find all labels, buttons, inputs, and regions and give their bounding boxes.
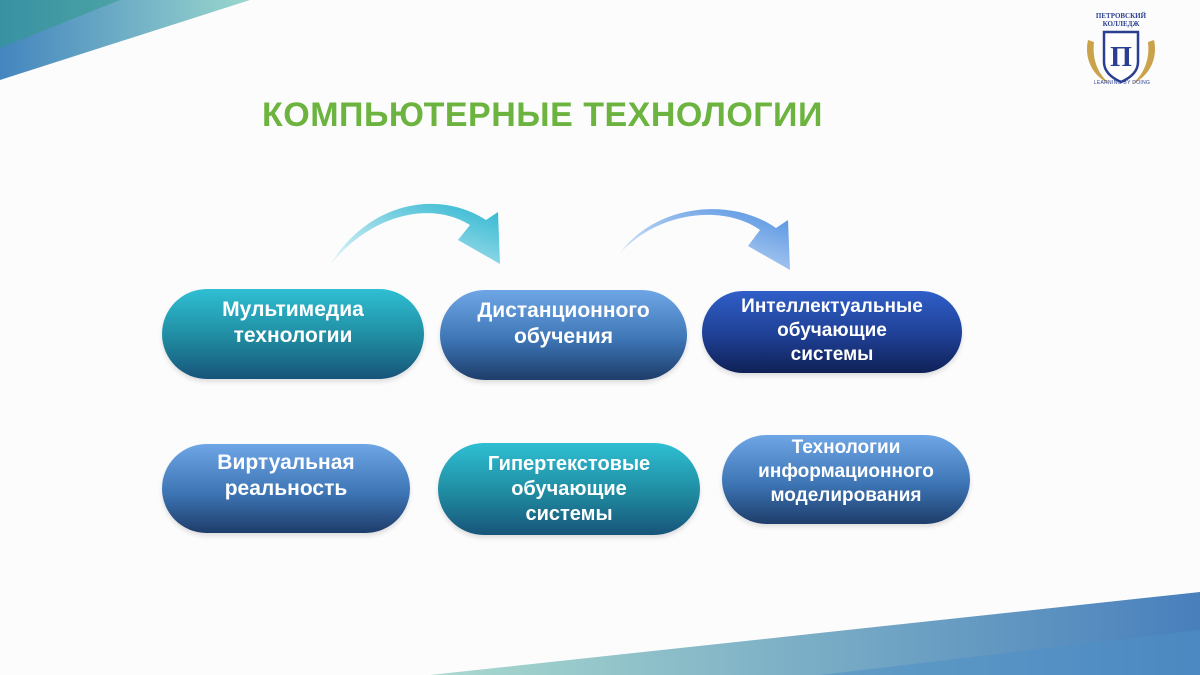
node-virtual-reality: Виртуальная реальность	[162, 444, 410, 533]
node-distance-learning: Дистанционного обучения	[440, 290, 687, 380]
node-label: Гипертекстовые обучающие системы	[487, 453, 651, 525]
curved-arrow-2	[620, 209, 790, 270]
node-intelligent-systems: Интеллектуальные обучающие системы	[702, 291, 962, 373]
slide-title: КОМПЬЮТЕРНЫЕ ТЕХНОЛОГИИ	[262, 96, 823, 134]
logo-motto: LEARNING BY DOING	[1093, 80, 1151, 86]
monogram-text: П	[1110, 42, 1132, 73]
logo-name: ПЕТРОВСКИЙ КОЛЛЕДЖ	[1095, 12, 1147, 28]
node-label: Интеллектуальные обучающие системы	[741, 296, 923, 365]
corner-shape-bottom-right-accent	[820, 630, 1200, 675]
laurel-left	[1086, 40, 1110, 84]
node-label: Мультимедиа технологии	[222, 298, 364, 348]
corner-shape-top-left-accent	[0, 0, 120, 48]
curved-arrow-1	[330, 203, 500, 265]
shield-icon	[1102, 30, 1140, 84]
node-multimedia: Мультимедиа технологии	[162, 289, 424, 379]
node-information-modeling: Технологии информационного моделирования	[722, 435, 970, 524]
node-label: Дистанционного обучения	[477, 299, 650, 349]
node-hypertext-systems: Гипертекстовые обучающие системы	[438, 443, 700, 535]
node-label: Технологии информационного моделирования	[758, 437, 934, 506]
college-logo: П	[1086, 30, 1156, 84]
laurel-right	[1132, 40, 1156, 84]
node-label: Виртуальная реальность	[217, 451, 355, 501]
